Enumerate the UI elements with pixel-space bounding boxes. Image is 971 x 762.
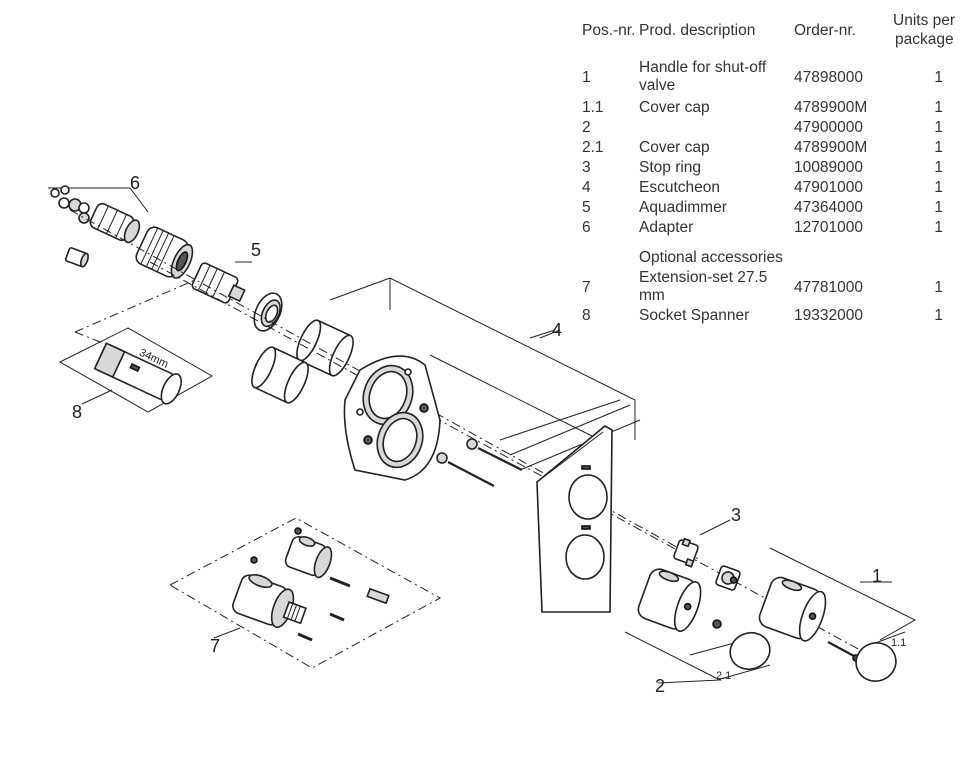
callout-1: 1 <box>872 566 882 586</box>
callout-1-1: 1.1 <box>891 637 906 649</box>
cell-order: 19332000 <box>794 307 863 324</box>
handle-1-assembly <box>758 547 917 682</box>
cell-description: Cover cap <box>639 139 710 156</box>
table-row: 1.1 Cover cap 4789900M 1 <box>578 99 963 119</box>
cell-units: 1 <box>934 219 943 236</box>
cell-description: Escutcheon <box>639 179 720 196</box>
optional-accessories-heading: Optional accessories <box>639 249 783 266</box>
cell-description: Cover cap <box>639 99 710 116</box>
socket-spanner-assembly: 34mm <box>58 327 214 413</box>
cell-order: 4789900M <box>794 139 868 156</box>
cell-description: Aquadimmer <box>639 199 727 216</box>
cell-units: 1 <box>934 99 943 116</box>
cell-units: 1 <box>934 139 943 156</box>
handle-2-assembly <box>624 568 771 684</box>
cell-description: Handle for shut-off valve <box>639 59 767 94</box>
cell-pos: 3 <box>582 159 591 176</box>
extension-set-assembly <box>168 517 442 669</box>
cell-pos: 2 <box>582 119 591 136</box>
table-row: 4 Escutcheon 47901000 1 <box>578 179 963 199</box>
cell-units: 1 <box>934 69 943 86</box>
callout-7: 7 <box>210 636 220 656</box>
cell-units: 1 <box>934 179 943 196</box>
cell-order: 10089000 <box>794 159 863 176</box>
cell-pos: 5 <box>582 199 591 216</box>
table-row: 8 Socket Spanner 19332000 1 <box>578 307 963 327</box>
header-description: Prod. description <box>639 22 756 39</box>
table-row: 3 Stop ring 10089000 1 <box>578 159 963 179</box>
cell-order: 47901000 <box>794 179 863 196</box>
table-row: 2.1 Cover cap 4789900M 1 <box>578 139 963 159</box>
cell-description: Extension-set 27.5 mm <box>639 269 768 304</box>
cell-pos: 1.1 <box>582 99 604 116</box>
table-row: 5 Aquadimmer 47364000 1 <box>578 199 963 219</box>
adapter-assembly <box>48 185 149 268</box>
cell-order: 4789900M <box>794 99 868 116</box>
cell-description: Socket Spanner <box>639 307 750 324</box>
callout-4: 4 <box>552 320 562 340</box>
escutcheon-assembly <box>329 277 641 613</box>
header-pos: Pos.-nr. <box>582 22 636 39</box>
cell-description: Stop ring <box>639 159 702 176</box>
cell-pos: 8 <box>582 307 591 324</box>
callout-2-1: 2.1 <box>716 670 731 682</box>
cell-units: 1 <box>934 279 943 296</box>
cell-units: 1 <box>934 307 943 324</box>
stop-ring-assembly <box>673 519 741 591</box>
table-row: 1 Handle for shut-off valve 47898000 1 <box>578 59 963 94</box>
callout-8: 8 <box>72 402 82 422</box>
table-row: 6 Adapter 12701000 1 <box>578 219 963 239</box>
cell-pos: 1 <box>582 69 591 86</box>
cell-units: 1 <box>934 159 943 176</box>
callout-3: 3 <box>731 505 741 525</box>
cell-pos: 7 <box>582 279 591 296</box>
header-units-line1: Units per <box>893 12 956 29</box>
cell-order: 47781000 <box>794 279 863 296</box>
table-row: 2 47900000 1 <box>578 119 963 139</box>
sleeve-pair <box>251 319 354 404</box>
table-row: 7 Extension-set 27.5 mm 47781000 1 <box>578 269 963 304</box>
cell-units: 1 <box>934 199 943 216</box>
cell-order: 47900000 <box>794 119 863 136</box>
callout-5: 5 <box>251 240 261 260</box>
callout-6: 6 <box>130 173 140 193</box>
cell-order: 47898000 <box>794 69 863 86</box>
aquadimmer-assembly <box>135 226 283 332</box>
cell-pos: 6 <box>582 219 591 236</box>
header-order: Order-nr. <box>794 22 857 39</box>
cell-units: 1 <box>934 119 943 136</box>
cell-description: Adapter <box>639 219 694 236</box>
cell-order: 47364000 <box>794 199 863 216</box>
header-units-line2: package <box>895 31 954 48</box>
callout-2: 2 <box>655 676 665 696</box>
cell-pos: 4 <box>582 179 591 196</box>
cell-order: 12701000 <box>794 219 863 236</box>
cell-pos: 2.1 <box>582 139 604 156</box>
